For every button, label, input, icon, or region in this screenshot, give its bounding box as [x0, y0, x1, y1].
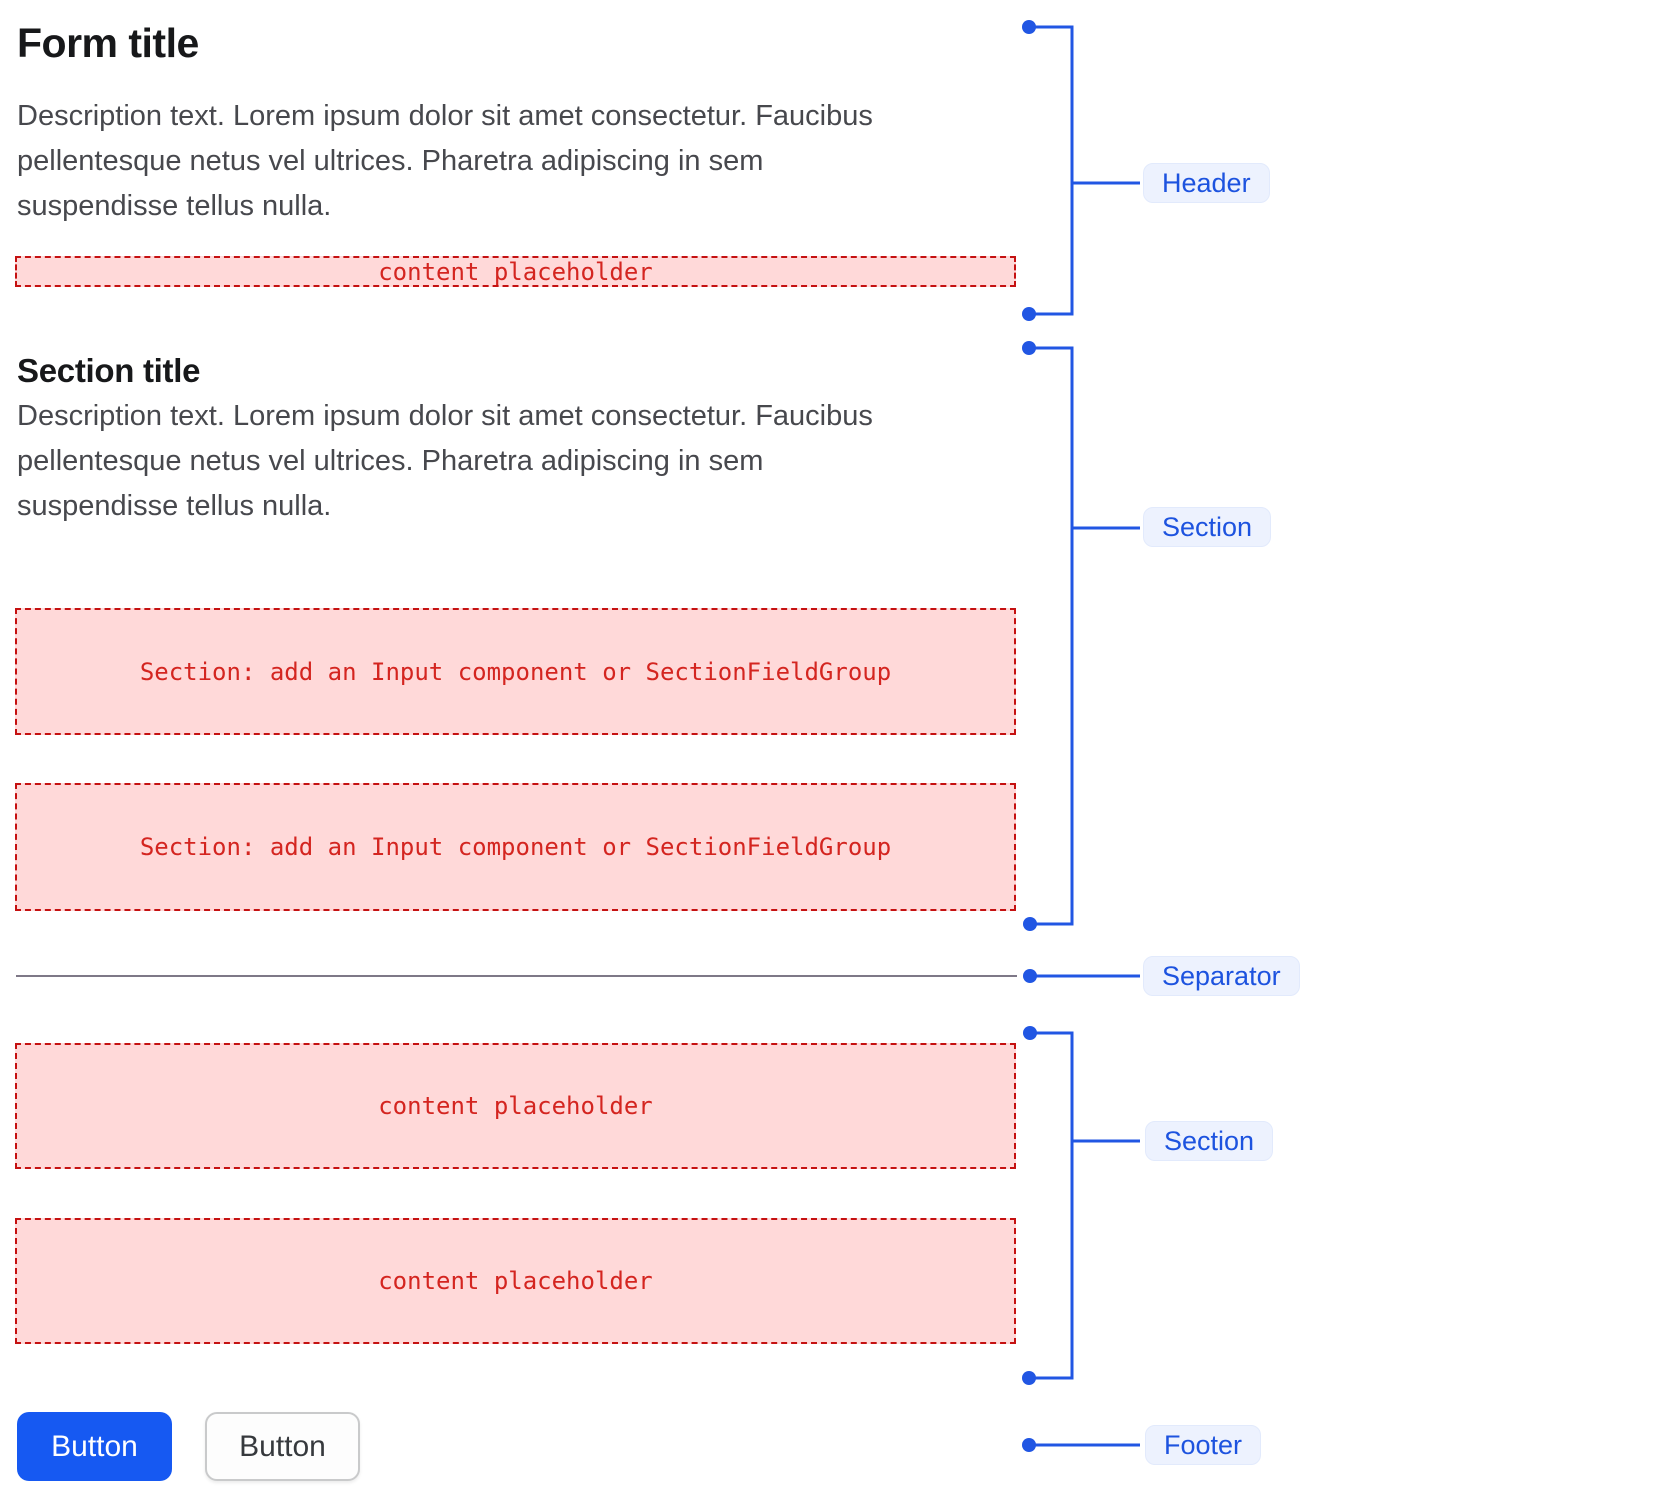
connector-dot [1022, 1371, 1036, 1385]
connector-dot [1022, 341, 1036, 355]
section2-bracket-line [1030, 1031, 1074, 1380]
section-input-slot-placeholder: Section: add an Input component or Secti… [15, 608, 1016, 735]
connector-dot [1023, 1026, 1037, 1040]
separator-annotation-label: Separator [1143, 956, 1300, 996]
section-description: Description text. Lorem ipsum dolor sit … [17, 400, 873, 522]
section-annotation-label: Section [1143, 507, 1272, 547]
section-annotation-label: Section [1145, 1121, 1274, 1161]
separator-line [16, 975, 1017, 977]
section1-bracket-line [1030, 346, 1074, 926]
secondary-button[interactable]: Button [205, 1412, 360, 1481]
footer-annotation-label: Footer [1145, 1425, 1262, 1465]
primary-button[interactable]: Button [17, 1412, 172, 1481]
form-description: Description text. Lorem ipsum dolor sit … [17, 100, 873, 222]
connector-dot [1023, 917, 1037, 931]
header-content-placeholder: content placeholder [15, 256, 1016, 287]
connector-dot [1023, 969, 1037, 983]
header-annotation-label: Header [1143, 163, 1270, 203]
section-content-placeholder: content placeholder [15, 1218, 1016, 1344]
connector-dot [1022, 1438, 1036, 1452]
section-title: Section title [17, 352, 201, 389]
connector-dot [1022, 307, 1036, 321]
header-bracket-line [1030, 25, 1074, 316]
form-title: Form title [17, 20, 199, 66]
connector-dot [1022, 20, 1036, 34]
section-content-placeholder: content placeholder [15, 1043, 1016, 1169]
section-input-slot-placeholder: Section: add an Input component or Secti… [15, 783, 1016, 911]
